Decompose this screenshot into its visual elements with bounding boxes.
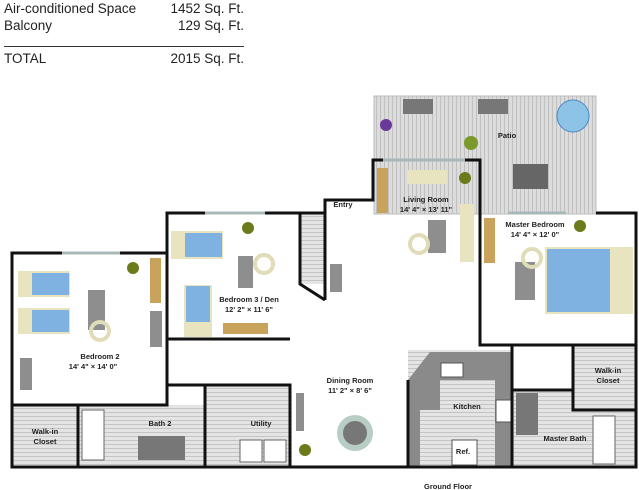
stove-icon xyxy=(495,399,513,423)
walk-in-closet-right-label: Closet xyxy=(597,376,620,385)
bedroom2-dims: 14' 4" × 14' 0" xyxy=(69,362,118,371)
dresser xyxy=(20,358,32,390)
dining-room-label: Dining Room xyxy=(327,376,374,385)
master-bedroom-label: Master Bedroom xyxy=(505,220,565,229)
bedroom2-label: Bedroom 2 xyxy=(80,352,119,361)
ceiling-fan-icon xyxy=(408,233,430,255)
dining-room-dims: 11' 2" × 8' 6" xyxy=(328,386,372,395)
walk-in-closet-left-label: Walk-in xyxy=(32,427,59,436)
sofa xyxy=(460,204,474,262)
ceiling-fan-icon xyxy=(253,253,275,275)
bed-blanket xyxy=(32,310,69,332)
area-value: 1452 Sq. Ft. xyxy=(170,1,244,16)
utility-label: Utility xyxy=(251,419,273,428)
tv-stand xyxy=(223,323,268,334)
plant-icon xyxy=(380,119,392,131)
bench xyxy=(515,262,535,300)
plant-icon xyxy=(459,172,471,184)
dresser xyxy=(88,290,105,330)
area-value: 129 Sq. Ft. xyxy=(177,18,244,33)
tv-stand xyxy=(150,258,161,303)
floor-label: Ground Floor xyxy=(424,482,472,490)
bed-blanket xyxy=(185,233,222,257)
tv-stand xyxy=(377,168,388,213)
washer xyxy=(239,439,263,463)
bedroom3-dims: 12' 2" × 11' 6" xyxy=(225,305,273,314)
area-row-total: TOTAL 2015 Sq. Ft. xyxy=(4,50,244,67)
ceiling-fan-icon xyxy=(521,247,543,269)
master-bedroom-dims: 14' 4" × 12' 0" xyxy=(511,230,560,239)
plant-icon xyxy=(299,444,311,456)
bathtub xyxy=(592,415,616,465)
area-summary: Air-conditioned Space 1452 Sq. Ft. Balco… xyxy=(4,0,244,67)
bed-blanket xyxy=(547,249,610,312)
area-row-ac: Air-conditioned Space 1452 Sq. Ft. xyxy=(4,0,244,17)
plant-icon xyxy=(127,262,139,274)
patio-table xyxy=(513,164,548,189)
living-room-dims: 14' 4" × 13' 11" xyxy=(400,205,453,214)
bed-blanket xyxy=(186,286,210,322)
entry-label: Entry xyxy=(333,200,353,209)
living-room-label: Living Room xyxy=(403,195,449,204)
walk-in-closet-right-floor xyxy=(573,345,636,410)
closet-stairs xyxy=(300,214,325,284)
refrigerator xyxy=(451,439,478,466)
vanity xyxy=(516,393,538,435)
bathtub xyxy=(81,409,105,461)
desk xyxy=(330,264,342,292)
sink-icon xyxy=(440,362,464,378)
patio-label: Patio xyxy=(498,131,517,140)
dresser xyxy=(238,256,253,288)
sofa xyxy=(407,170,447,184)
bed-blanket xyxy=(32,273,69,295)
walk-in-closet-right-label: Walk-in xyxy=(595,366,622,375)
ceiling-fan-icon xyxy=(89,320,111,342)
plant-icon xyxy=(574,220,586,232)
tv-stand xyxy=(484,218,495,263)
area-label: Air-conditioned Space xyxy=(4,1,137,16)
patio-bench xyxy=(478,99,508,114)
walk-in-closet-left-label: Closet xyxy=(34,437,57,446)
vanity xyxy=(138,436,185,460)
dining-table xyxy=(337,415,373,451)
master-bath-label: Master Bath xyxy=(544,434,587,443)
coffee-table xyxy=(428,220,446,253)
plant-icon xyxy=(242,222,254,234)
plant-icon xyxy=(464,136,478,150)
windows xyxy=(62,158,566,255)
bedroom3-label: Bedroom 3 / Den xyxy=(219,295,279,304)
kitchen-label: Kitchen xyxy=(453,402,481,411)
kitchen-counter xyxy=(408,352,512,467)
divider xyxy=(4,46,244,47)
area-label: Balcony xyxy=(4,18,53,33)
total-value: 2015 Sq. Ft. xyxy=(170,51,244,66)
walk-in-closet-left-floor xyxy=(12,405,78,465)
desk xyxy=(150,311,162,347)
ref-label: Ref. xyxy=(456,447,470,456)
bath2-label: Bath 2 xyxy=(149,419,172,428)
umbrella-icon xyxy=(556,99,590,133)
patio-bench xyxy=(403,99,433,114)
area-row-balcony: Balcony 129 Sq. Ft. xyxy=(4,17,244,34)
total-label: TOTAL xyxy=(4,51,47,66)
sideboard xyxy=(296,393,304,431)
dryer xyxy=(263,439,287,463)
